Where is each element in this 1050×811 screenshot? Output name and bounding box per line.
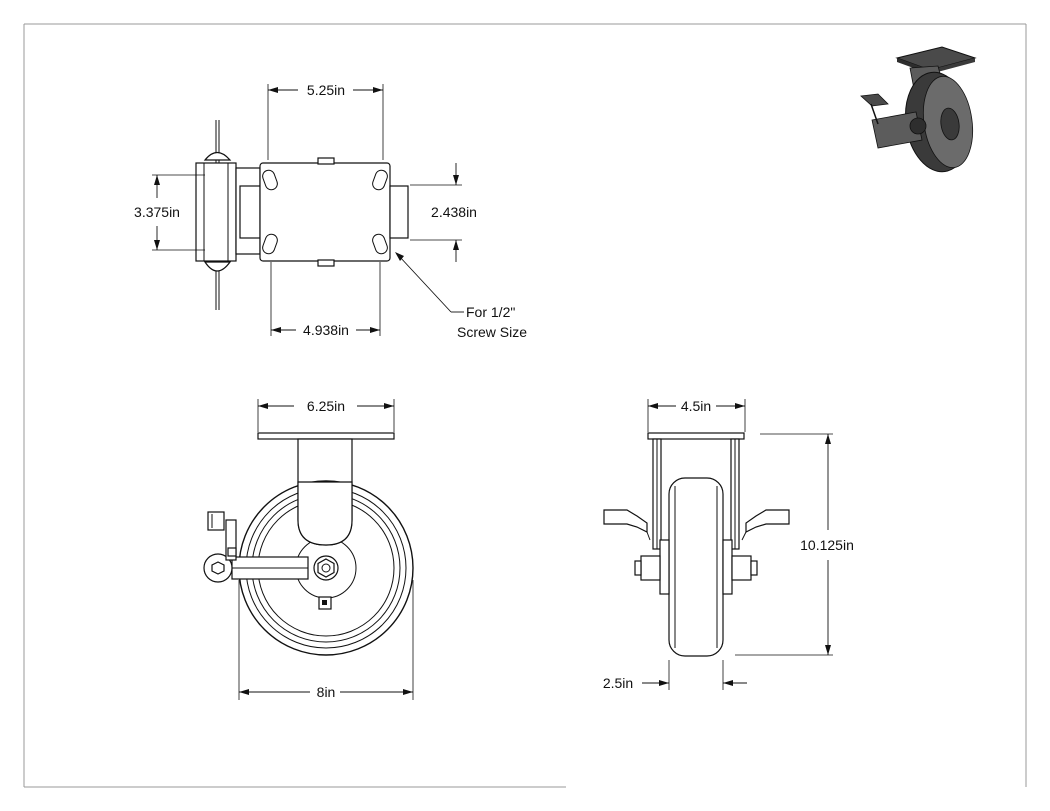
side-view [603, 432, 790, 657]
dim-side-plate-width: 4.5in [647, 398, 746, 432]
dim-wheel-width: 2.5in [603, 660, 747, 691]
dim-front-plate-width: 6.25in [257, 398, 395, 432]
label-plate-length: 5.25in [307, 82, 345, 98]
label-front-plate-width: 6.25in [307, 398, 345, 414]
label-wheel-diameter: 8in [317, 684, 336, 700]
label-screw-note-line1: For 1/2" [466, 304, 515, 320]
dim-plate-length: 5.25in [267, 82, 384, 160]
dim-overall-height: 10.125in [735, 433, 854, 656]
label-plate-height: 2.438in [431, 204, 477, 220]
label-bolt-spacing: 4.938in [303, 322, 349, 338]
screw-note: For 1/2" Screw Size [395, 252, 527, 340]
top-view [195, 120, 409, 310]
label-plate-width: 3.375in [134, 204, 180, 220]
dim-plate-height: 2.438in [410, 163, 477, 262]
dim-bolt-spacing: 4.938in [270, 262, 381, 338]
dim-wheel-diameter: 8in [238, 580, 414, 700]
label-screw-note-line2: Screw Size [457, 324, 527, 340]
front-view [203, 432, 414, 656]
label-overall-height: 10.125in [800, 537, 854, 553]
label-wheel-width: 2.5in [603, 675, 633, 691]
dim-plate-width: 3.375in [134, 174, 205, 251]
label-side-plate-width: 4.5in [681, 398, 711, 414]
sheet-border [23, 23, 1027, 788]
isometric-caster-thumbnail [860, 46, 977, 173]
